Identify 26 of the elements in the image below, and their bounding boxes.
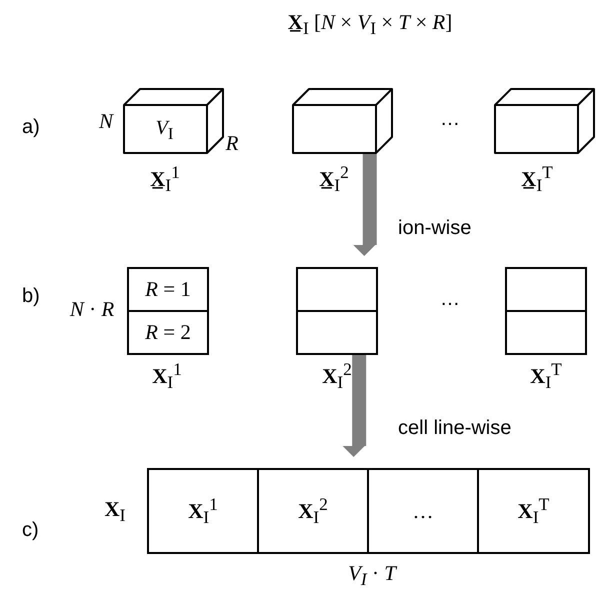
block-label: … (412, 498, 434, 524)
dimension-label: V$_{I}$ (156, 116, 174, 144)
row-label: c) (22, 519, 39, 542)
matrix-box (505, 267, 587, 355)
row-label: a) (22, 116, 40, 139)
block-arrow (353, 154, 377, 256)
block-arrow (342, 355, 366, 457)
cuboid (123, 88, 224, 154)
ellipsis: … (440, 108, 460, 131)
matrix-band (147, 468, 590, 554)
edge-label: cell line-wise (398, 417, 512, 440)
matrix-box (296, 267, 378, 355)
cuboid (494, 88, 595, 154)
cuboid (292, 88, 393, 154)
math-label: N (98, 110, 115, 134)
math-label: V$_{I}$ · T (347, 562, 398, 590)
edge-label: ion-wise (398, 217, 472, 240)
slice-label: R = 2 (145, 320, 191, 345)
math-label: X$_{I}$ (104, 498, 126, 526)
math-label: R (224, 132, 240, 156)
matrix-box (127, 267, 209, 355)
row-label: b) (22, 285, 40, 308)
diagram-title: X̲$_{I}$ [N × V$_{I}$ × T × R] (286, 10, 454, 40)
ellipsis: … (440, 288, 460, 311)
math-label: N · R (68, 298, 116, 322)
slice-label: R = 1 (145, 277, 191, 302)
